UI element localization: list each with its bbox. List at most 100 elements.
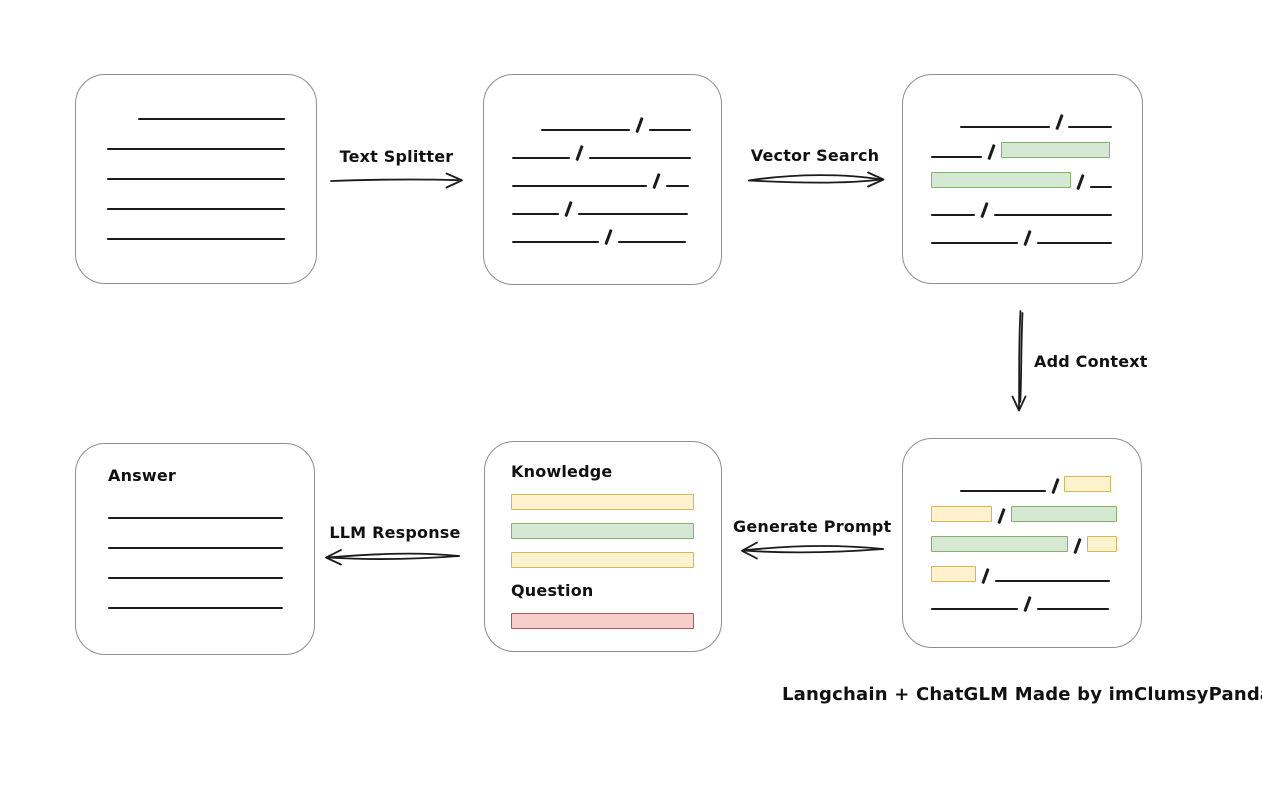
text-line (1068, 126, 1112, 128)
text-line (107, 208, 285, 210)
text-row (107, 238, 285, 240)
text-row (960, 114, 1112, 130)
text-row (108, 607, 283, 609)
text-row (931, 506, 1117, 524)
highlight-green (931, 172, 1071, 188)
text-line (577, 212, 688, 215)
slash-mark (635, 116, 644, 133)
generate-prompt-arrow (741, 541, 884, 560)
text-line (512, 212, 559, 215)
text-row (931, 230, 1112, 246)
text-line (1089, 186, 1112, 188)
caption: Langchain + ChatGLM Made by imClumsyPand… (782, 684, 1262, 705)
text-line (994, 580, 1110, 582)
text-line (931, 242, 1018, 244)
vector-search-label: Vector Search (750, 146, 880, 165)
text-row (541, 116, 691, 133)
slash-mark (981, 568, 990, 584)
text-line (512, 184, 647, 187)
highlight-red (511, 613, 694, 629)
slash-mark (1023, 230, 1032, 246)
text-row (107, 148, 285, 150)
context-chunks-box (902, 438, 1142, 648)
text-line (665, 184, 689, 187)
text-line (648, 128, 691, 131)
context-chunks-lines (903, 439, 1141, 647)
text-row (931, 202, 1112, 218)
slash-mark (575, 144, 584, 161)
text-line (960, 490, 1046, 492)
slash-mark (1073, 538, 1082, 554)
slash-mark (1023, 596, 1032, 612)
box-label: Answer (108, 466, 177, 485)
box-label: Knowledge (511, 462, 613, 481)
text-line (107, 178, 285, 180)
text-line (993, 214, 1112, 216)
source-document-box (75, 74, 317, 284)
text-row (931, 142, 1112, 160)
slash-mark (564, 200, 573, 217)
text-line (541, 128, 631, 131)
text-line (931, 608, 1018, 610)
vector-matches-lines (903, 75, 1142, 283)
text-line (617, 240, 686, 243)
text-row (931, 596, 1111, 612)
text-line (108, 547, 283, 549)
answer-contents: Answer (76, 444, 314, 654)
text-row (108, 517, 283, 519)
highlight-yellow (931, 506, 992, 522)
highlight-green (1000, 142, 1110, 158)
generate-prompt-label: Generate Prompt (733, 517, 892, 536)
text-line (931, 156, 982, 158)
llm-response-label: LLM Response (329, 523, 461, 542)
highlight-yellow (1086, 536, 1117, 552)
slash-mark (1055, 114, 1064, 130)
text-line (108, 517, 283, 519)
text-row (108, 577, 283, 579)
highlight-yellow (1064, 476, 1111, 492)
add-context-arrow (1011, 310, 1027, 412)
text-row (931, 172, 1112, 190)
answer-box: Answer (75, 443, 315, 655)
text-line (588, 156, 691, 159)
text-line (108, 607, 283, 609)
text-line (107, 148, 285, 150)
text-splitter-label: Text Splitter (339, 147, 454, 166)
text-row (108, 547, 283, 549)
text-line (1036, 608, 1109, 610)
text-row (512, 228, 691, 245)
text-row (138, 118, 285, 120)
text-splitter-arrow (330, 172, 463, 189)
text-line (931, 214, 976, 216)
text-line (512, 156, 571, 159)
add-context-label: Add Context (1034, 352, 1148, 371)
text-row (107, 208, 285, 210)
highlight-green (931, 536, 1068, 552)
split-text-lines (484, 75, 721, 284)
highlight-green (1010, 506, 1117, 522)
slash-mark (987, 144, 996, 160)
highlight-yellow (511, 494, 694, 510)
text-line (960, 126, 1050, 128)
document-lines (76, 75, 316, 283)
llm-response-arrow (325, 549, 460, 566)
slash-mark (652, 172, 661, 189)
vector-search-arrow (748, 171, 885, 188)
slash-mark (604, 228, 613, 245)
text-row (931, 536, 1117, 554)
text-line (107, 238, 285, 240)
text-row (960, 476, 1111, 494)
slash-mark (980, 202, 989, 218)
slash-mark (1050, 478, 1059, 494)
text-row (512, 200, 691, 217)
vector-matches-box (902, 74, 1143, 284)
text-line (512, 240, 599, 243)
text-row (107, 178, 285, 180)
text-row (931, 566, 1111, 584)
slash-mark (1076, 174, 1085, 190)
highlight-green (511, 523, 694, 539)
highlight-yellow (931, 566, 976, 582)
